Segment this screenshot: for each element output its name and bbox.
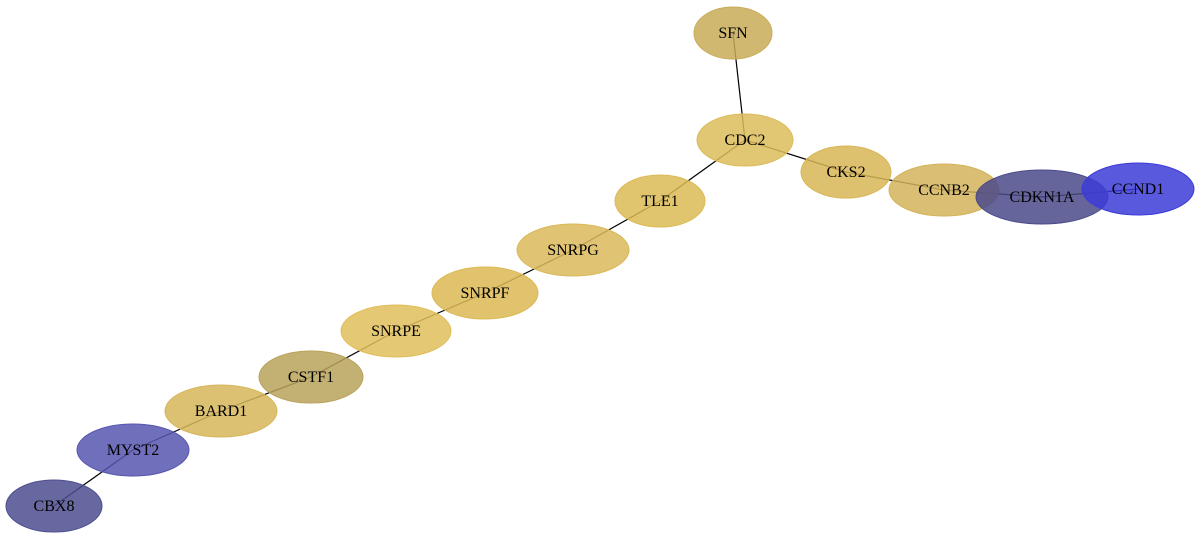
node-shape-snrpe[interactable] <box>340 304 452 358</box>
node-ccnb2[interactable]: CCNB2 <box>888 163 1000 217</box>
node-sfn[interactable]: SFN <box>693 6 773 60</box>
node-label-snrpf: SNRPF <box>461 285 510 302</box>
node-shape-cdc2[interactable] <box>696 113 794 167</box>
node-shape-cbx8[interactable] <box>5 479 103 533</box>
node-label-snrpe: SNRPE <box>371 323 421 340</box>
node-tle1[interactable]: TLE1 <box>614 174 706 228</box>
node-shape-tle1[interactable] <box>614 174 706 228</box>
node-shape-bard1[interactable] <box>164 384 278 438</box>
node-shape-cks2[interactable] <box>800 145 892 199</box>
node-label-cks2: CKS2 <box>826 164 865 181</box>
node-cks2[interactable]: CKS2 <box>800 145 892 199</box>
node-label-tle1: TLE1 <box>641 193 678 210</box>
node-myst2[interactable]: MYST2 <box>76 423 190 477</box>
node-bard1[interactable]: BARD1 <box>164 384 278 438</box>
node-snrpg[interactable]: SNRPG <box>516 223 630 277</box>
node-label-sfn: SFN <box>718 25 748 42</box>
node-label-ccnd1: CCND1 <box>1112 181 1164 198</box>
node-label-snrpg: SNRPG <box>547 242 599 259</box>
node-label-cdc2: CDC2 <box>725 132 766 149</box>
node-shape-snrpf[interactable] <box>431 266 539 320</box>
node-shape-cstf1[interactable] <box>258 350 364 404</box>
node-label-cdkn1a: CDKN1A <box>1010 189 1075 206</box>
node-cstf1[interactable]: CSTF1 <box>258 350 364 404</box>
node-shape-myst2[interactable] <box>76 423 190 477</box>
node-label-myst2: MYST2 <box>107 442 159 459</box>
node-cbx8[interactable]: CBX8 <box>5 479 103 533</box>
node-cdc2[interactable]: CDC2 <box>696 113 794 167</box>
node-label-bard1: BARD1 <box>195 403 247 420</box>
node-ccnd1[interactable]: CCND1 <box>1081 162 1195 216</box>
node-label-cstf1: CSTF1 <box>288 369 334 386</box>
node-shape-ccnd1[interactable] <box>1081 162 1195 216</box>
node-shape-snrpg[interactable] <box>516 223 630 277</box>
node-label-cbx8: CBX8 <box>34 498 75 515</box>
node-snrpf[interactable]: SNRPF <box>431 266 539 320</box>
node-label-ccnb2: CCNB2 <box>918 182 970 199</box>
node-snrpe[interactable]: SNRPE <box>340 304 452 358</box>
node-shape-sfn[interactable] <box>693 6 773 60</box>
